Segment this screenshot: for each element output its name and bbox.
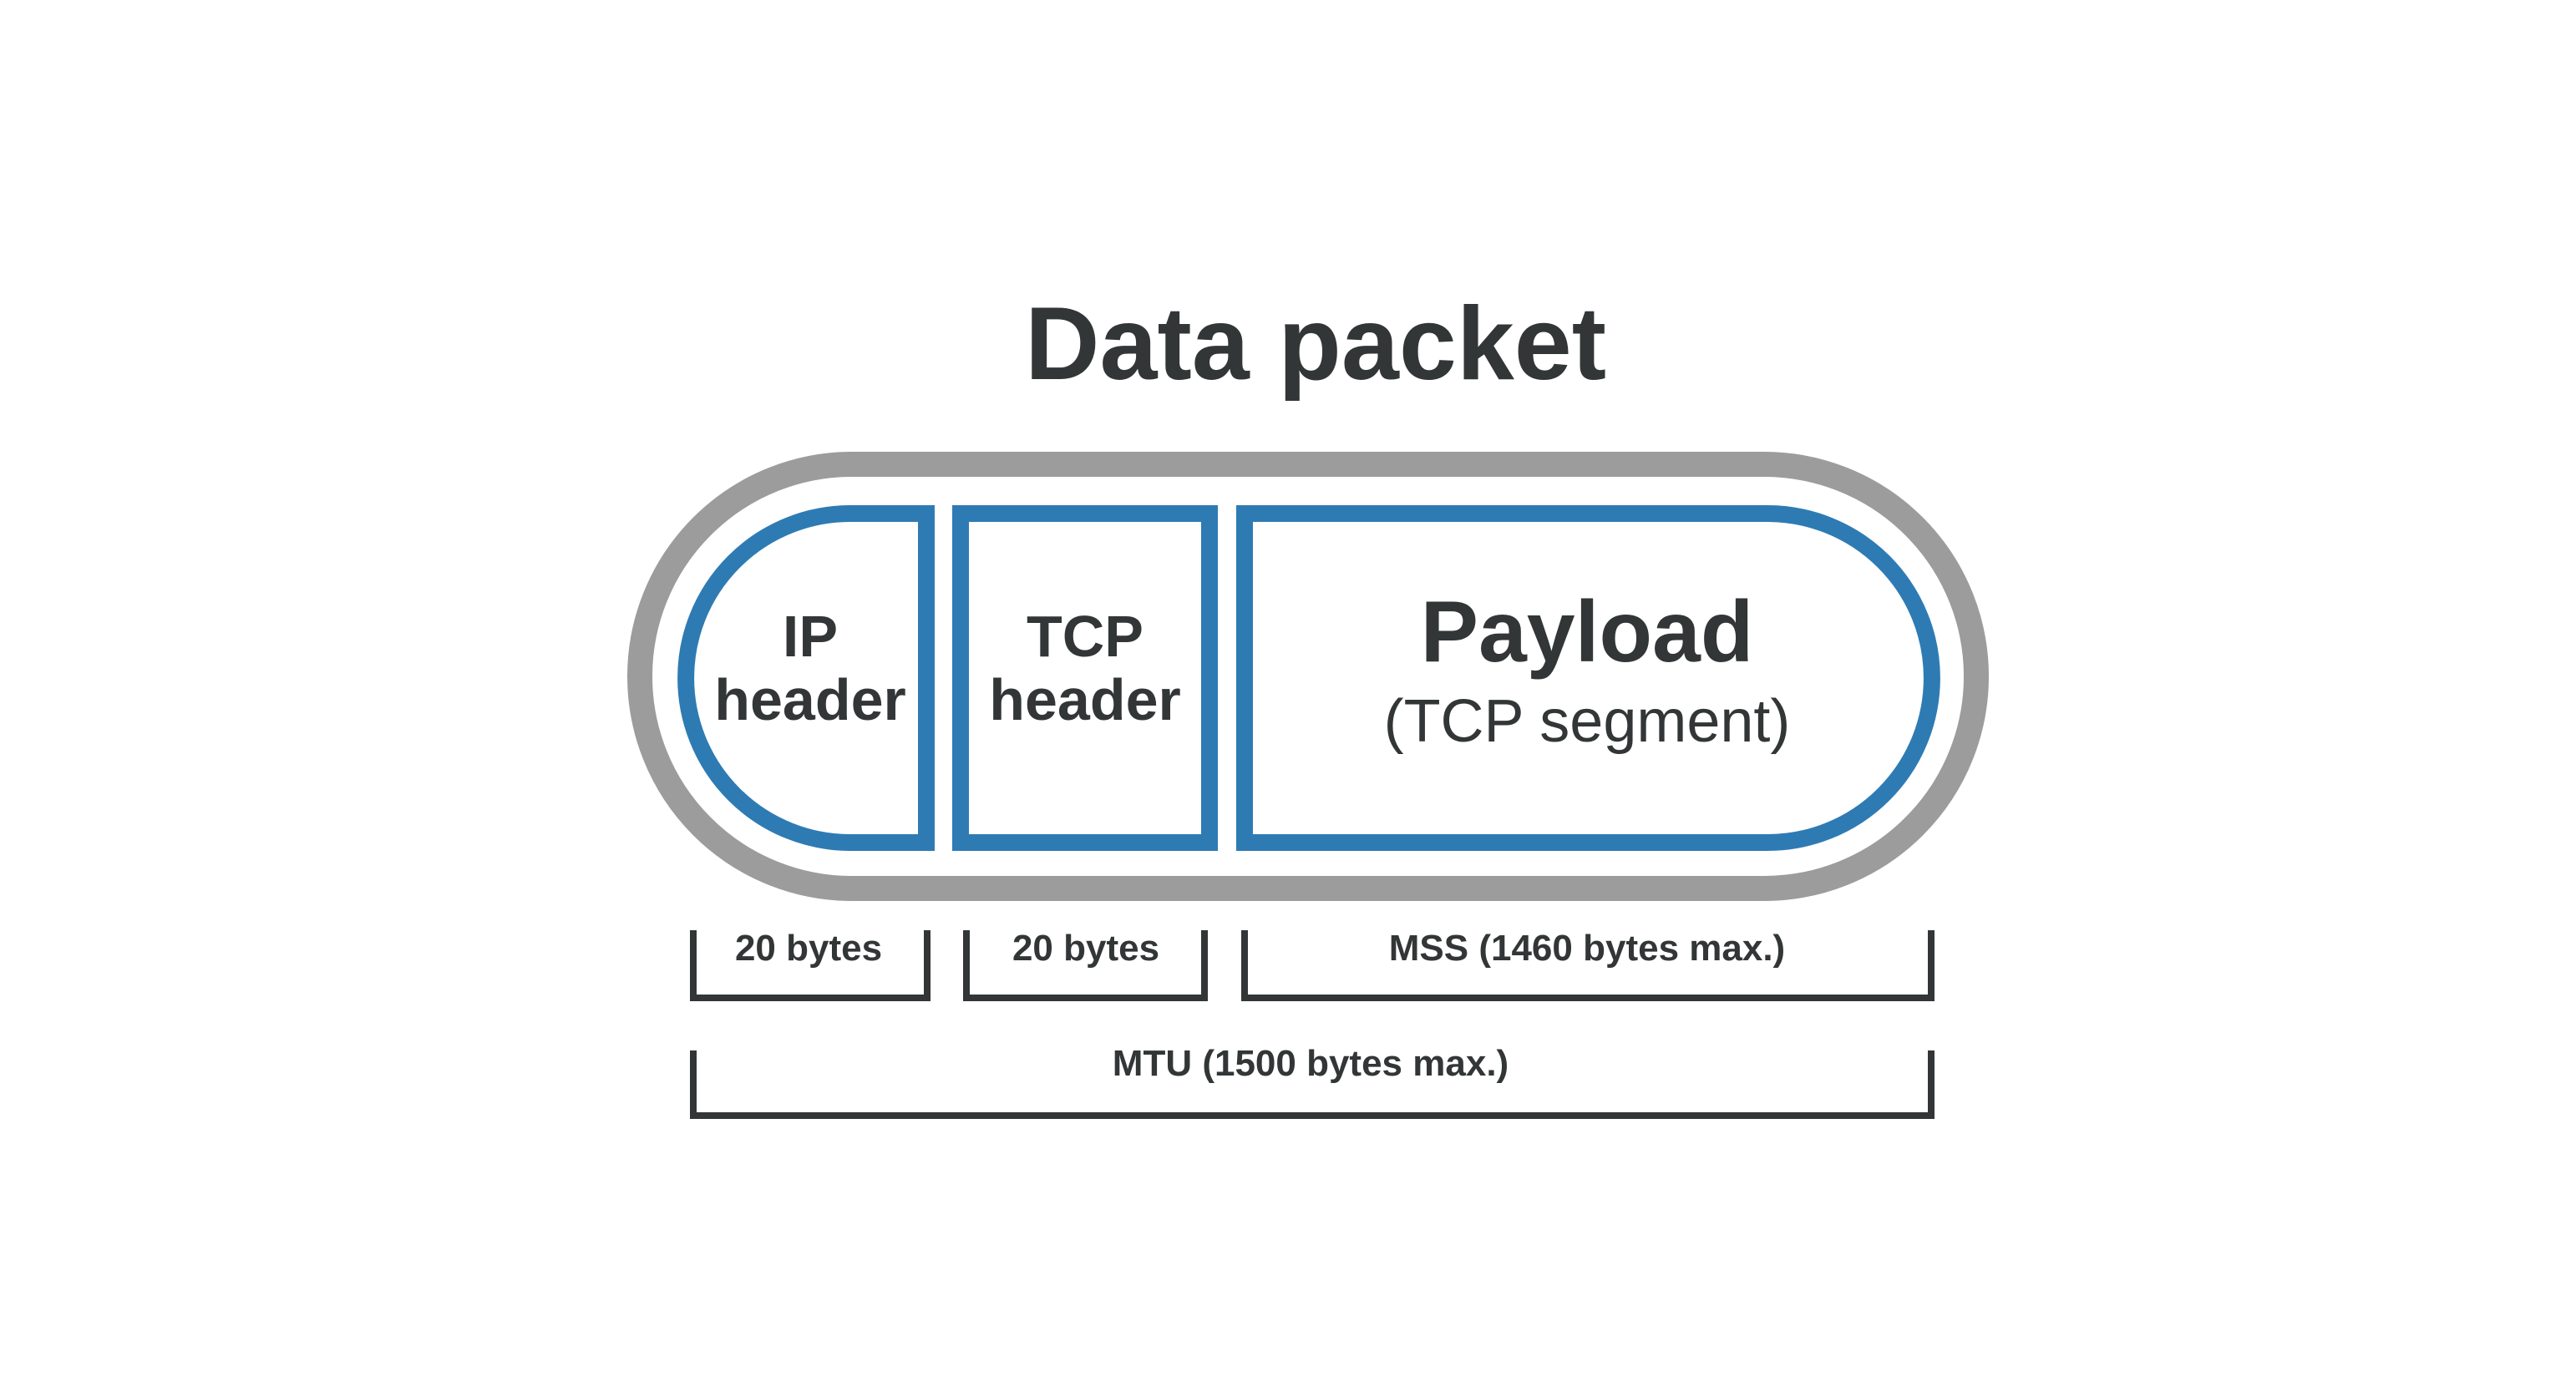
mss-bracket xyxy=(1241,930,1935,1001)
payload-segment: Payload (TCP segment) xyxy=(1236,505,1940,851)
mtu-bracket xyxy=(690,1050,1935,1119)
payload-subtitle: (TCP segment) xyxy=(1384,688,1791,755)
tcp-size-bracket xyxy=(963,930,1208,1001)
ip-header-segment: IP header xyxy=(677,505,935,851)
ip-size-bracket xyxy=(690,930,931,1001)
size-brackets xyxy=(690,930,1935,1119)
packet-outer-capsule xyxy=(627,452,1989,901)
ip-header-label-line2: header xyxy=(714,667,906,732)
tcp-header-outline xyxy=(952,505,1218,851)
tcp-size-label: 20 bytes xyxy=(1012,928,1159,969)
payload-outline xyxy=(1236,505,1940,851)
mss-label: MSS (1460 bytes max.) xyxy=(1389,928,1785,969)
payload-title: Payload xyxy=(1421,584,1754,681)
diagram-title: Data packet xyxy=(1025,286,1606,402)
ip-header-label-line1: IP xyxy=(783,604,838,669)
tcp-header-segment: TCP header xyxy=(952,505,1218,851)
ip-header-outline xyxy=(677,505,935,851)
tcp-header-label-line1: TCP xyxy=(1027,604,1143,669)
ip-size-label: 20 bytes xyxy=(735,928,882,969)
mtu-label: MTU (1500 bytes max.) xyxy=(1113,1043,1509,1084)
tcp-header-label-line2: header xyxy=(989,667,1181,732)
